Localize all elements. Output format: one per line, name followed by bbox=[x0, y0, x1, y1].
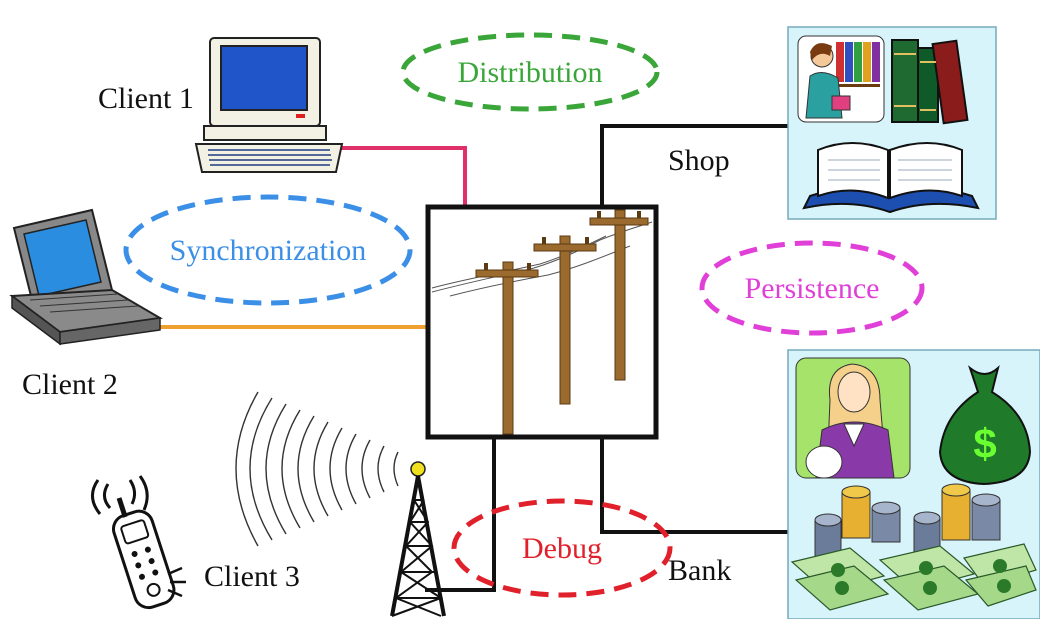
desktop-computer-icon bbox=[194, 37, 344, 173]
debug-ellipse bbox=[451, 498, 673, 598]
svg-text:$: $ bbox=[973, 420, 996, 467]
debug-label: Debug bbox=[522, 532, 602, 565]
bank-link bbox=[600, 438, 788, 534]
distribution-label: Distribution bbox=[457, 56, 603, 89]
persistence-label: Persistence bbox=[744, 272, 880, 305]
connection-lines bbox=[158, 124, 788, 592]
synchronization-ellipse bbox=[123, 194, 413, 306]
client3-label: Client 3 bbox=[204, 560, 300, 593]
client2-label: Client 2 bbox=[22, 368, 118, 401]
client1-label: Client 1 bbox=[98, 82, 194, 115]
banker-money-icon: $ bbox=[787, 349, 1040, 619]
synchronization-label: Synchronization bbox=[169, 234, 367, 267]
power-lines-icon bbox=[425, 204, 659, 440]
tower-link bbox=[425, 438, 496, 592]
laptop-icon bbox=[9, 208, 163, 346]
bank-label: Bank bbox=[668, 554, 732, 587]
client1-link bbox=[340, 146, 467, 207]
persistence-ellipse bbox=[699, 240, 925, 336]
distribution-ellipse bbox=[400, 32, 660, 112]
shop-link bbox=[600, 124, 788, 207]
shop-label: Shop bbox=[668, 144, 730, 177]
library-books-icon bbox=[787, 26, 997, 220]
cell-phone-icon bbox=[91, 475, 186, 610]
radio-tower-icon bbox=[235, 391, 446, 617]
